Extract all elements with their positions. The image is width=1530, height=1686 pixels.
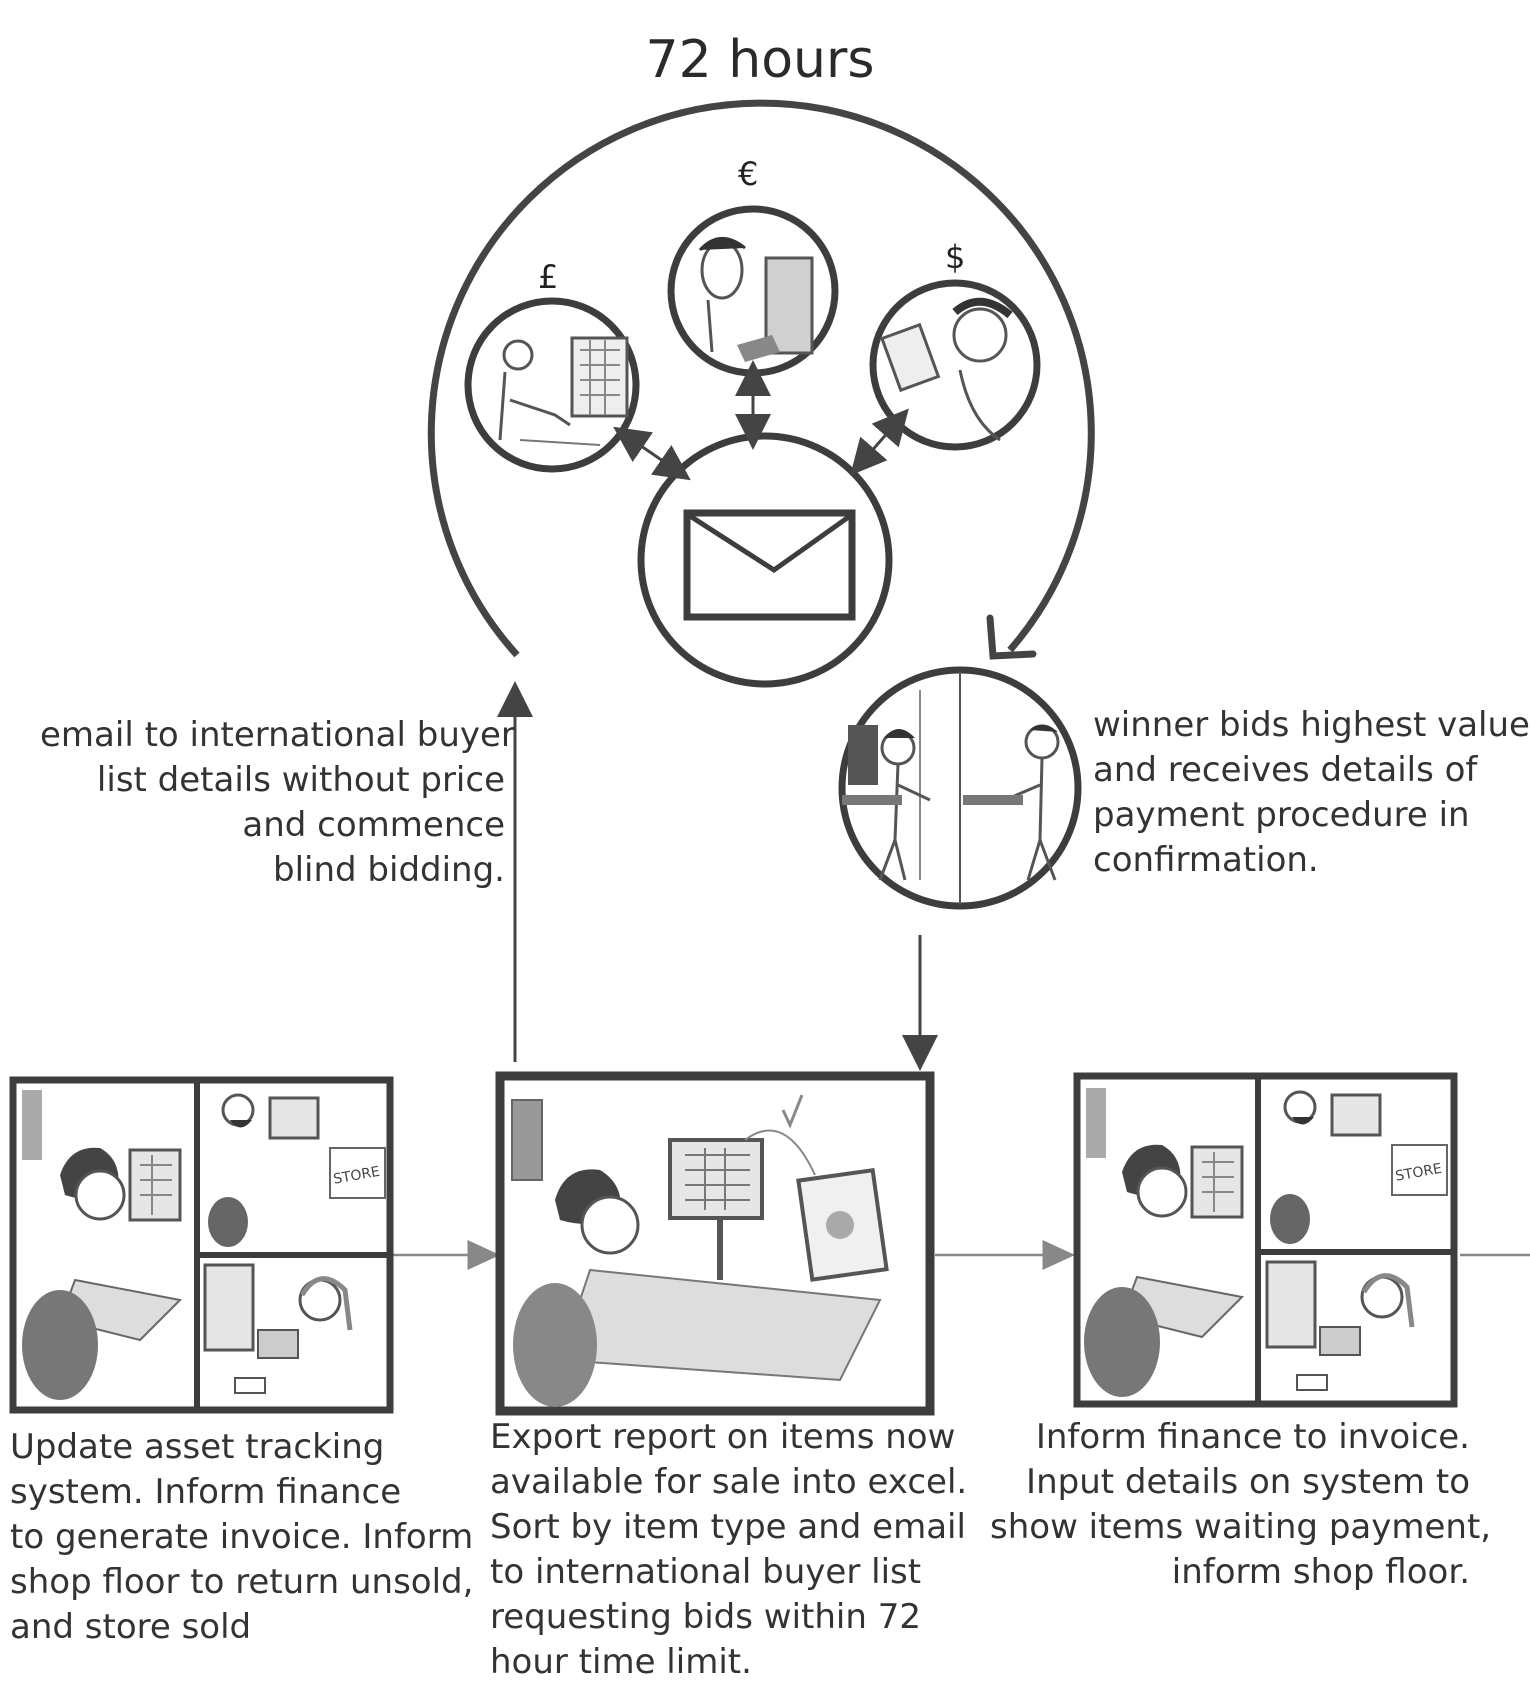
winner-note-line: confirmation. xyxy=(1093,840,1319,880)
panel-step2 xyxy=(495,1071,935,1416)
step1-line: shop floor to return unsold, xyxy=(10,1562,474,1602)
step3-line: inform shop floor. xyxy=(1171,1552,1470,1592)
email-note-line: blind bidding. xyxy=(273,850,505,890)
winner-note-line: and receives details of xyxy=(1093,750,1478,790)
step2-line: requesting bids within 72 xyxy=(490,1597,921,1637)
step1-line: system. Inform finance xyxy=(10,1472,402,1512)
pound-label: £ xyxy=(538,258,559,296)
step1-line: and store sold xyxy=(10,1607,252,1647)
buyer-pound-icon xyxy=(464,297,640,473)
step2-line: hour time limit. xyxy=(490,1642,752,1682)
step3-line: show items waiting payment, xyxy=(990,1507,1492,1547)
euro-label: € xyxy=(738,155,759,193)
step2-line: Sort by item type and email xyxy=(490,1507,966,1547)
dollar-label: $ xyxy=(945,238,966,276)
email-note-line: list details without price xyxy=(96,760,505,800)
winner-note-line: payment procedure in xyxy=(1093,795,1470,835)
email-note-line: email to international buyer xyxy=(40,715,515,755)
cycle-arc-arrowhead xyxy=(986,614,1037,660)
buyer-dollar-icon xyxy=(869,279,1041,451)
cycle-arc xyxy=(427,99,1095,658)
step1-line: Update asset tracking xyxy=(10,1427,385,1467)
winner-note-line: winner bids highest value xyxy=(1093,705,1530,745)
step1-caption: Update asset tracking system. Inform fin… xyxy=(10,1425,474,1650)
envelope-icon xyxy=(637,432,893,688)
email-note: email to international buyer list detail… xyxy=(40,713,515,893)
step3-line: Input details on system to xyxy=(1026,1462,1470,1502)
diagram-title: 72 hours xyxy=(645,30,875,90)
step3-line: Inform finance to invoice. xyxy=(1035,1417,1470,1457)
step2-line: Export report on items now xyxy=(490,1417,956,1457)
panel-step3 xyxy=(1073,1072,1458,1408)
panel-step1 xyxy=(9,1076,394,1414)
winner-note: winner bids highest value and receives d… xyxy=(1093,703,1530,883)
step2-line: available for sale into excel. xyxy=(490,1462,968,1502)
step2-caption: Export report on items now available for… xyxy=(490,1415,968,1685)
step3-caption: Inform finance to invoice. Input details… xyxy=(990,1415,1492,1595)
buyer-euro-icon xyxy=(667,205,839,377)
handshake-icon xyxy=(838,666,1082,910)
email-note-line: and commence xyxy=(242,805,505,845)
step2-line: to international buyer list xyxy=(490,1552,922,1592)
step1-line: to generate invoice. Inform xyxy=(10,1517,474,1557)
